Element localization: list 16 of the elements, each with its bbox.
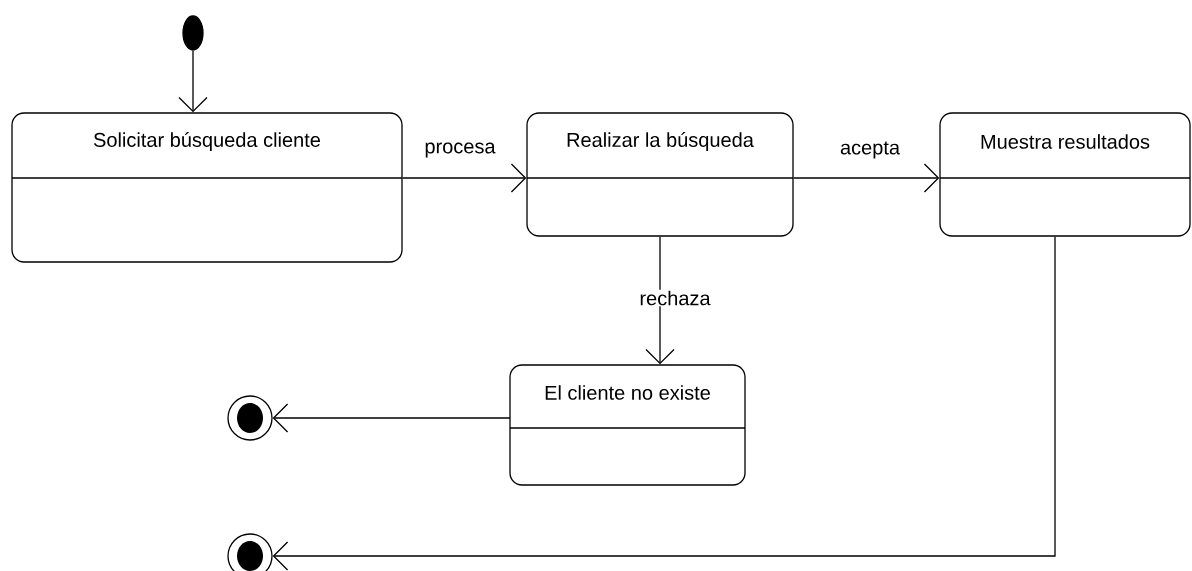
initial-state xyxy=(182,15,204,51)
arrow xyxy=(272,403,511,433)
edge-label: acepta xyxy=(839,140,902,160)
final-state xyxy=(227,533,273,571)
state-box: Solicitar búsqueda cliente xyxy=(11,112,403,263)
arrow xyxy=(178,50,208,113)
arrow xyxy=(402,163,527,193)
state-box: El cliente no existe xyxy=(509,364,746,486)
final-state xyxy=(227,395,273,441)
arrow xyxy=(793,163,940,193)
arrow xyxy=(272,236,1056,571)
edge-label: rechaza xyxy=(638,289,712,307)
edge-label: procesa xyxy=(423,141,497,159)
arrow xyxy=(645,236,675,365)
state-box: Realizar la búsqueda xyxy=(526,112,794,237)
state-box: Muestra resultados xyxy=(939,112,1191,237)
